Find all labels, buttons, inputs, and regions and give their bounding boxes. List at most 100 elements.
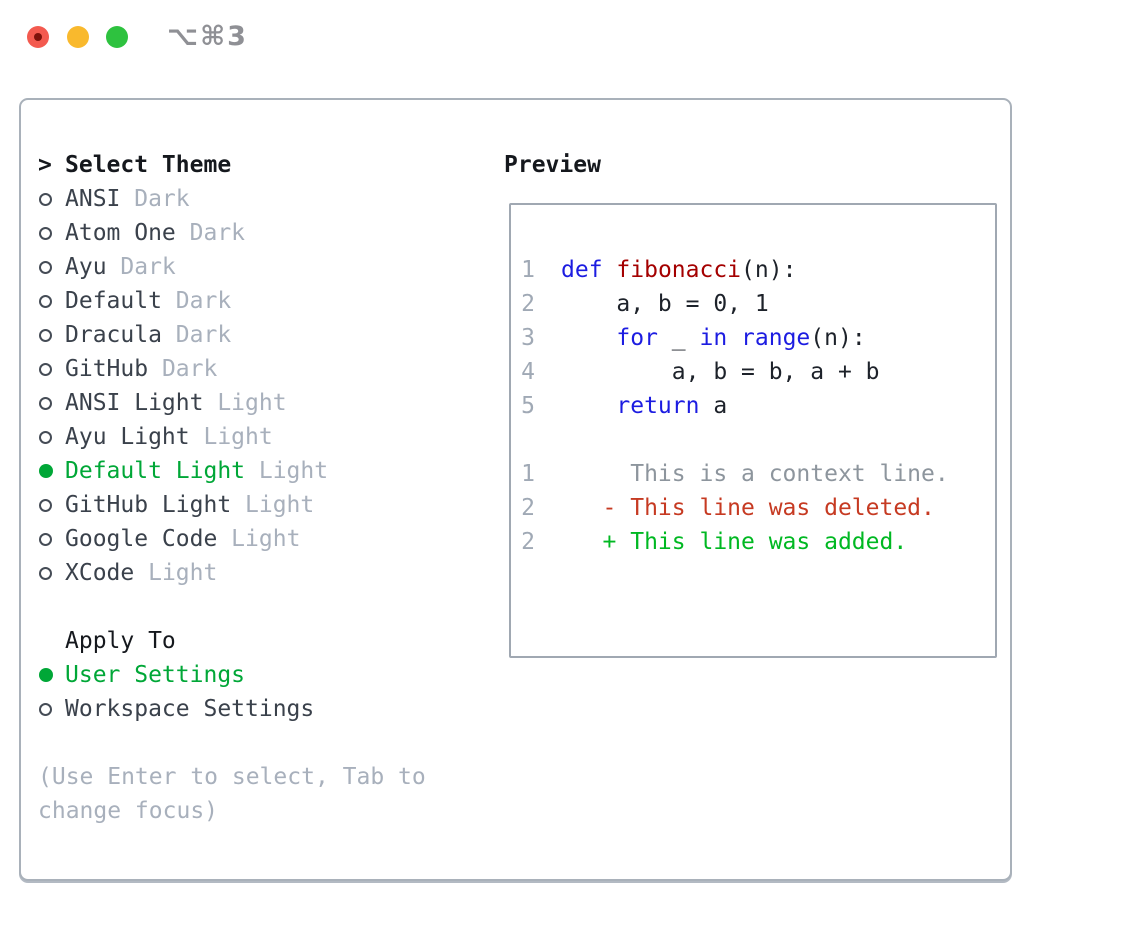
code-segment-added: + This line was added.	[561, 529, 908, 555]
help-text: (Use Enter to select, Tab to change focu…	[38, 764, 426, 824]
option-variant: Light	[189, 424, 273, 450]
code-segment: a, b = 0, 1	[561, 291, 769, 317]
theme-option[interactable]: Google Code Light	[38, 522, 474, 556]
option-label: GitHub Light	[65, 492, 232, 518]
apply-to-title: Apply To	[65, 628, 176, 654]
theme-option[interactable]: ANSI Light Light	[38, 386, 474, 420]
prompt-icon: >	[38, 152, 52, 178]
code-line: 2 a, b = 0, 1	[521, 287, 995, 321]
code-line: 2 + This line was added.	[521, 525, 995, 559]
radio-selected-icon	[39, 668, 53, 682]
option-label: Dracula	[65, 322, 162, 348]
line-number: 2	[521, 529, 535, 555]
code-segment-keyword: range	[741, 325, 811, 351]
theme-option[interactable]: ANSI Dark	[38, 182, 474, 216]
line-number: 3	[521, 325, 535, 351]
option-label: User Settings	[65, 662, 246, 688]
code-line: 3 for _ in range(n):	[521, 321, 995, 355]
option-variant: Dark	[175, 220, 246, 246]
theme-option[interactable]: Default Dark	[38, 284, 474, 318]
code-line: 1 This is a context line.	[521, 457, 995, 491]
close-button[interactable]	[27, 26, 49, 48]
code-segment	[727, 325, 741, 351]
code-segment-keyword: return	[616, 393, 700, 419]
radio-icon	[39, 294, 52, 308]
apply-option[interactable]: Workspace Settings	[38, 692, 474, 726]
option-label: ANSI	[65, 186, 121, 212]
code-segment: a	[699, 393, 728, 419]
theme-option[interactable]: GitHub Light Light	[38, 488, 474, 522]
apply-option[interactable]: User Settings	[38, 658, 474, 692]
code-line	[521, 423, 995, 457]
option-variant: Light	[134, 560, 218, 586]
radio-icon	[39, 362, 52, 376]
radio-icon	[39, 226, 52, 240]
zoom-button[interactable]	[106, 26, 128, 48]
spacer	[38, 590, 474, 624]
option-variant: Dark	[120, 186, 190, 212]
code-segment	[603, 257, 617, 283]
code-segment-deleted: - This line was deleted.	[561, 495, 935, 521]
option-label: Ayu Light	[65, 424, 190, 450]
line-number: 2	[521, 291, 535, 317]
radio-icon	[39, 566, 52, 580]
radio-icon	[39, 702, 52, 716]
line-number: 4	[521, 359, 535, 385]
theme-option[interactable]: GitHub Dark	[38, 352, 474, 386]
option-variant: Light	[245, 458, 329, 484]
radio-icon	[39, 260, 52, 274]
theme-option[interactable]: Ayu Dark	[38, 250, 474, 284]
code-segment-keyword: in	[699, 325, 728, 351]
option-variant: Light	[203, 390, 287, 416]
line-number: 2	[521, 495, 535, 521]
radio-icon	[39, 396, 52, 410]
option-label: ANSI Light	[65, 390, 204, 416]
code-segment: a, b = b, a + b	[561, 359, 880, 385]
code-segment	[561, 325, 616, 351]
option-label: Atom One	[65, 220, 176, 246]
line-number: 5	[521, 393, 535, 419]
code-segment-keyword: for	[616, 325, 658, 351]
theme-option[interactable]: XCode Light	[38, 556, 474, 590]
theme-list-title: Select Theme	[65, 152, 232, 178]
code-segment-function: fibonacci	[616, 257, 742, 283]
code-segment-context: This is a context line.	[561, 461, 949, 487]
titlebar[interactable]: ⌥⌘3	[0, 0, 1140, 74]
option-label: Ayu	[65, 254, 107, 280]
code-line: 5 return a	[521, 389, 995, 423]
option-variant: Light	[231, 492, 315, 518]
code-line: 2 - This line was deleted.	[521, 491, 995, 525]
radio-icon	[39, 430, 52, 444]
option-label: XCode	[65, 560, 135, 586]
theme-list-header: > Select Theme	[38, 148, 474, 182]
spacer	[38, 726, 474, 760]
radio-icon	[39, 498, 52, 512]
option-label: GitHub	[65, 356, 149, 382]
option-variant: Light	[217, 526, 301, 552]
code-line: 4 a, b = b, a + b	[521, 355, 995, 389]
code-segment	[561, 393, 616, 419]
theme-option[interactable]: Default Light Light	[38, 454, 474, 488]
line-number: 1	[521, 461, 535, 487]
radio-icon	[39, 192, 52, 206]
radio-selected-icon	[39, 464, 53, 478]
apply-to-header: Apply To	[38, 624, 474, 658]
radio-icon	[39, 328, 52, 342]
theme-option[interactable]: Atom One Dark	[38, 216, 474, 250]
option-variant: Dark	[161, 322, 232, 348]
option-variant: Dark	[161, 288, 232, 314]
theme-option[interactable]: Dracula Dark	[38, 318, 474, 352]
option-label: Workspace Settings	[65, 696, 315, 722]
theme-option[interactable]: Ayu Light Light	[38, 420, 474, 454]
window-shortcut-label: ⌥⌘3	[167, 21, 248, 52]
minimize-button[interactable]	[67, 26, 89, 48]
code-segment: (n):	[741, 257, 797, 283]
